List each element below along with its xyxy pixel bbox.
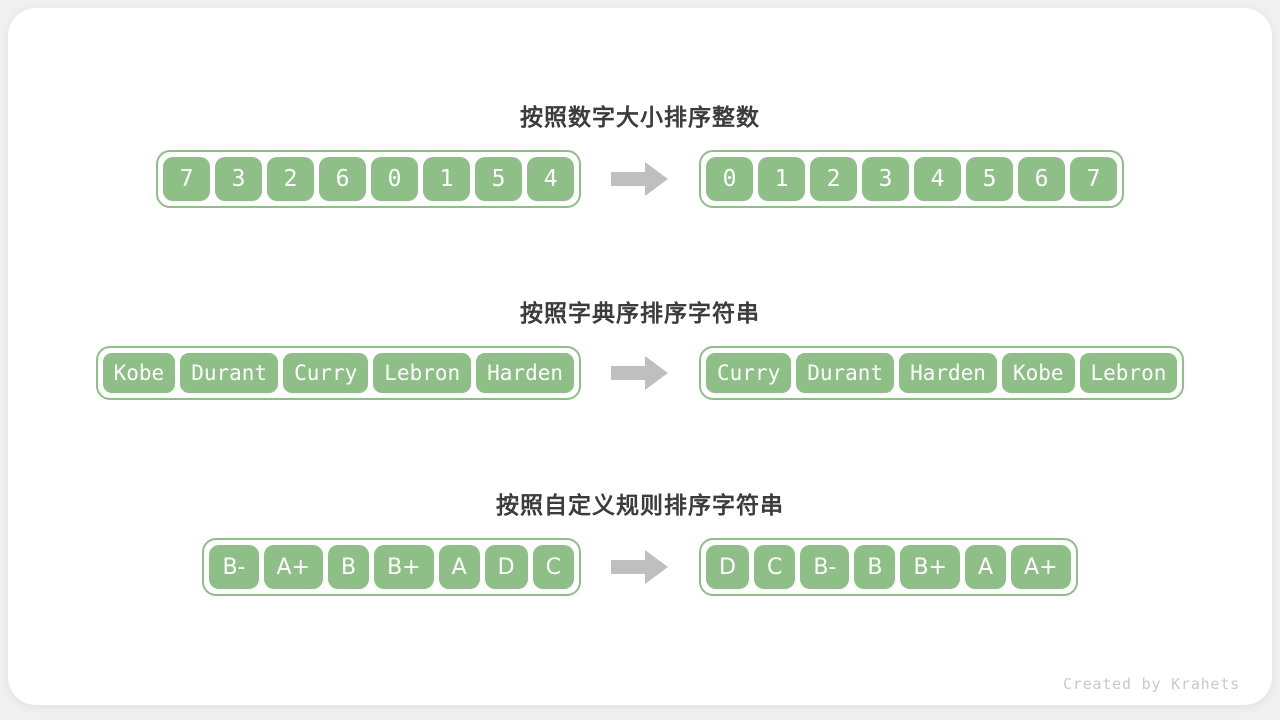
array-cell: A bbox=[438, 545, 480, 589]
array-cell: Kobe bbox=[1001, 353, 1075, 393]
array-cell: B+ bbox=[374, 545, 434, 589]
array-cell: B- bbox=[209, 545, 259, 589]
array-cell: Lebron bbox=[373, 353, 472, 393]
array-cell: 4 bbox=[914, 157, 961, 201]
array-cell: 3 bbox=[862, 157, 909, 201]
array-cell: 0 bbox=[371, 157, 418, 201]
arrow-right-icon bbox=[611, 550, 668, 584]
array-cell: 3 bbox=[215, 157, 262, 201]
array-cell: A+ bbox=[263, 545, 323, 589]
array-cell: 6 bbox=[319, 157, 366, 201]
array-cell: Lebron bbox=[1079, 353, 1178, 393]
array-cell: A bbox=[964, 545, 1007, 589]
array-cell: 1 bbox=[758, 157, 805, 201]
array-cell: 2 bbox=[810, 157, 857, 201]
array-cell: 1 bbox=[423, 157, 470, 201]
array-cell: Harden bbox=[476, 353, 574, 393]
array-cell: Durant bbox=[180, 353, 279, 393]
array-cell: B bbox=[327, 545, 370, 589]
array-cell: 2 bbox=[267, 157, 314, 201]
array-cell: D bbox=[706, 545, 749, 589]
section-title: 按照自定义规则排序字符串 bbox=[496, 492, 784, 518]
array-cell: B bbox=[854, 545, 896, 589]
array-cell: Durant bbox=[796, 353, 895, 393]
watermark: Created by Krahets bbox=[1063, 675, 1240, 693]
array-cell: 5 bbox=[475, 157, 522, 201]
array-cell: Harden bbox=[899, 353, 997, 393]
array-cell: 5 bbox=[966, 157, 1013, 201]
array-cell: B- bbox=[800, 545, 850, 589]
array-cell: A+ bbox=[1011, 545, 1071, 589]
array-cell: D bbox=[484, 545, 528, 589]
array-cell: Curry bbox=[706, 353, 792, 393]
array-cell: C bbox=[753, 545, 796, 589]
array-cell: 7 bbox=[1070, 157, 1117, 201]
arrow-right-icon bbox=[611, 356, 668, 390]
array-cell: B+ bbox=[900, 545, 960, 589]
array-cell: Curry bbox=[283, 353, 369, 393]
array-cell: C bbox=[532, 545, 574, 589]
section-title: 按照字典序排序字符串 bbox=[520, 300, 760, 326]
array-cell: Kobe bbox=[102, 353, 176, 393]
section-title: 按照数字大小排序整数 bbox=[520, 104, 760, 130]
array-cell: 7 bbox=[163, 157, 210, 201]
array-cell: 0 bbox=[706, 157, 753, 201]
array-cell: 4 bbox=[527, 157, 574, 201]
array-cell: 6 bbox=[1018, 157, 1065, 201]
arrow-right-icon bbox=[611, 162, 668, 196]
